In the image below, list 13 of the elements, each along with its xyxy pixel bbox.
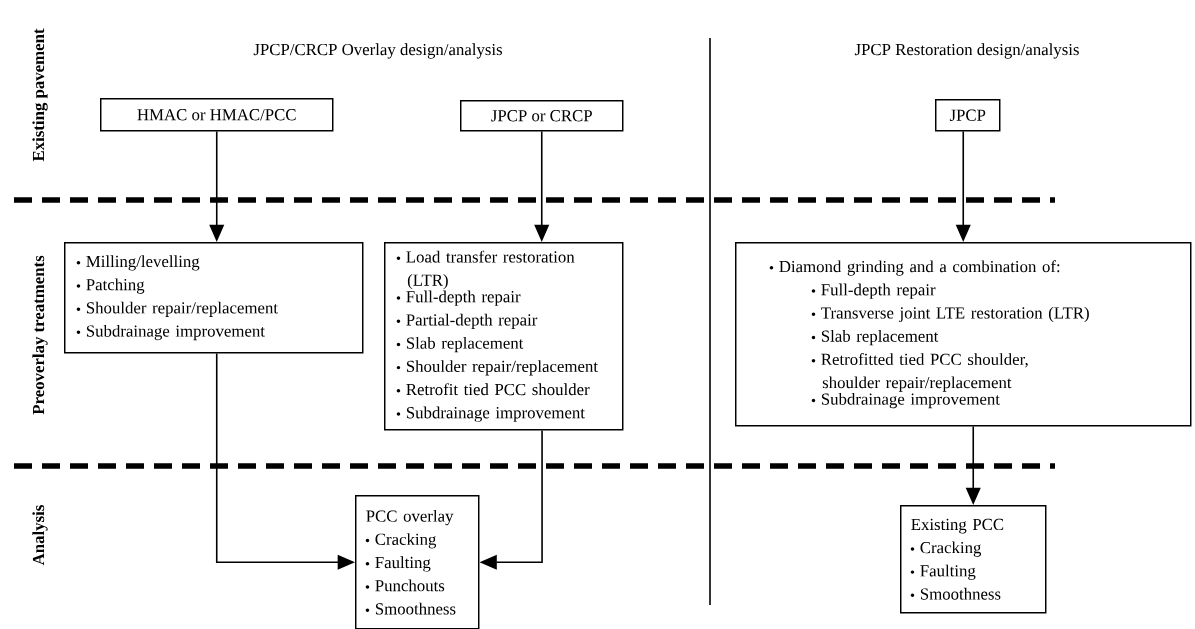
process-box: Milling/levelling Patching Shoulder repair/replacement Subdrainage improvement bbox=[64, 242, 364, 354]
process-box: Existing PCC Cracking Faulting Smoothness bbox=[900, 505, 1047, 614]
process-box: Diamond grinding and a combination of: Full-depth repair Transverse joint LTE restoration (LTR) Slab replacement Retrofitted tied PCC shoulder, shoulder repair/replacement Subdrainage improvement bbox=[735, 242, 1192, 427]
process-box: JPCP bbox=[935, 99, 1001, 132]
row-label: Preoverlay treatments bbox=[32, 255, 48, 415]
process-box: PCC overlay Cracking Faulting Punchouts Smoothness bbox=[355, 495, 480, 629]
column-title: JPCP Restoration design/analysis bbox=[854, 43, 1079, 59]
process-box: JPCP or CRCP bbox=[460, 100, 624, 132]
row-label: Analysis bbox=[32, 505, 48, 566]
process-box: HMAC or HMAC/PCC bbox=[100, 98, 334, 132]
column-title: JPCP/CRCP Overlay design/analysis bbox=[253, 43, 502, 59]
row-label: Existing pavement bbox=[32, 28, 48, 162]
process-box: Load transfer restoration (LTR) Full-depth repair Partial-depth repair Slab replacement Shoulder repair/replacement Retrofit tied PCC shoulder Subdrainage improvement bbox=[384, 242, 624, 431]
